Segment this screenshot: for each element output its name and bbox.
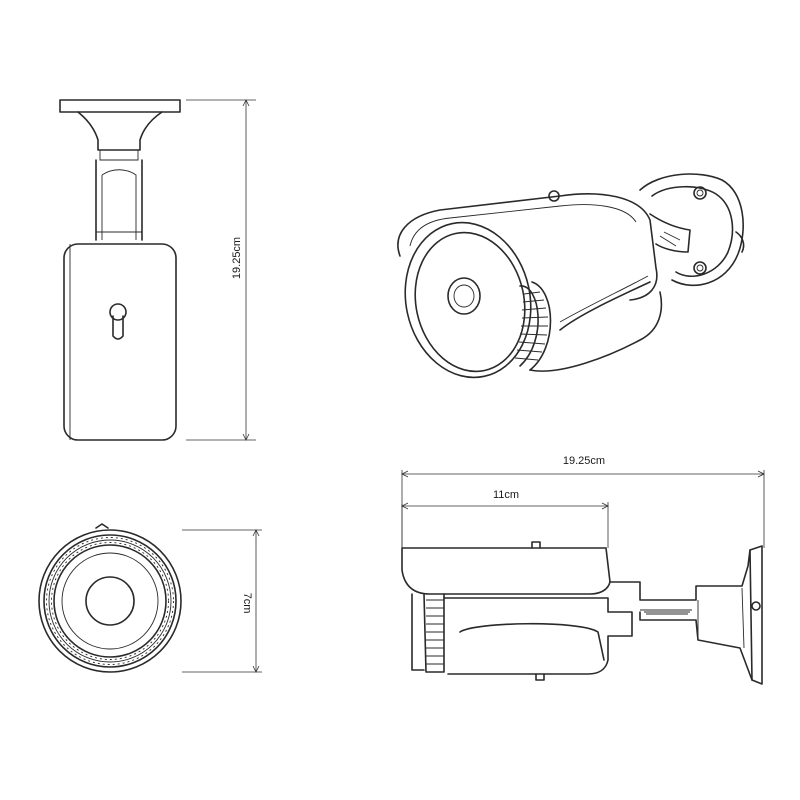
front-height-dimension: 19.25cm	[186, 99, 256, 441]
side-length-dimension: 19.25cm	[401, 455, 765, 548]
housing-length-dimension: 11cm	[401, 489, 609, 548]
side-length-label: 19.25cm	[563, 455, 605, 467]
lens-diameter-label: 7cm	[241, 593, 253, 614]
lens-diameter-dimension: 7cm	[182, 529, 262, 673]
side-view	[401, 504, 763, 685]
housing-length-label: 11cm	[493, 489, 519, 501]
front-height-label: 19.25cm	[231, 237, 243, 279]
perspective-view	[397, 173, 745, 379]
front-view	[59, 99, 181, 441]
lens-front-view	[38, 523, 182, 673]
screw-icon	[109, 303, 127, 340]
